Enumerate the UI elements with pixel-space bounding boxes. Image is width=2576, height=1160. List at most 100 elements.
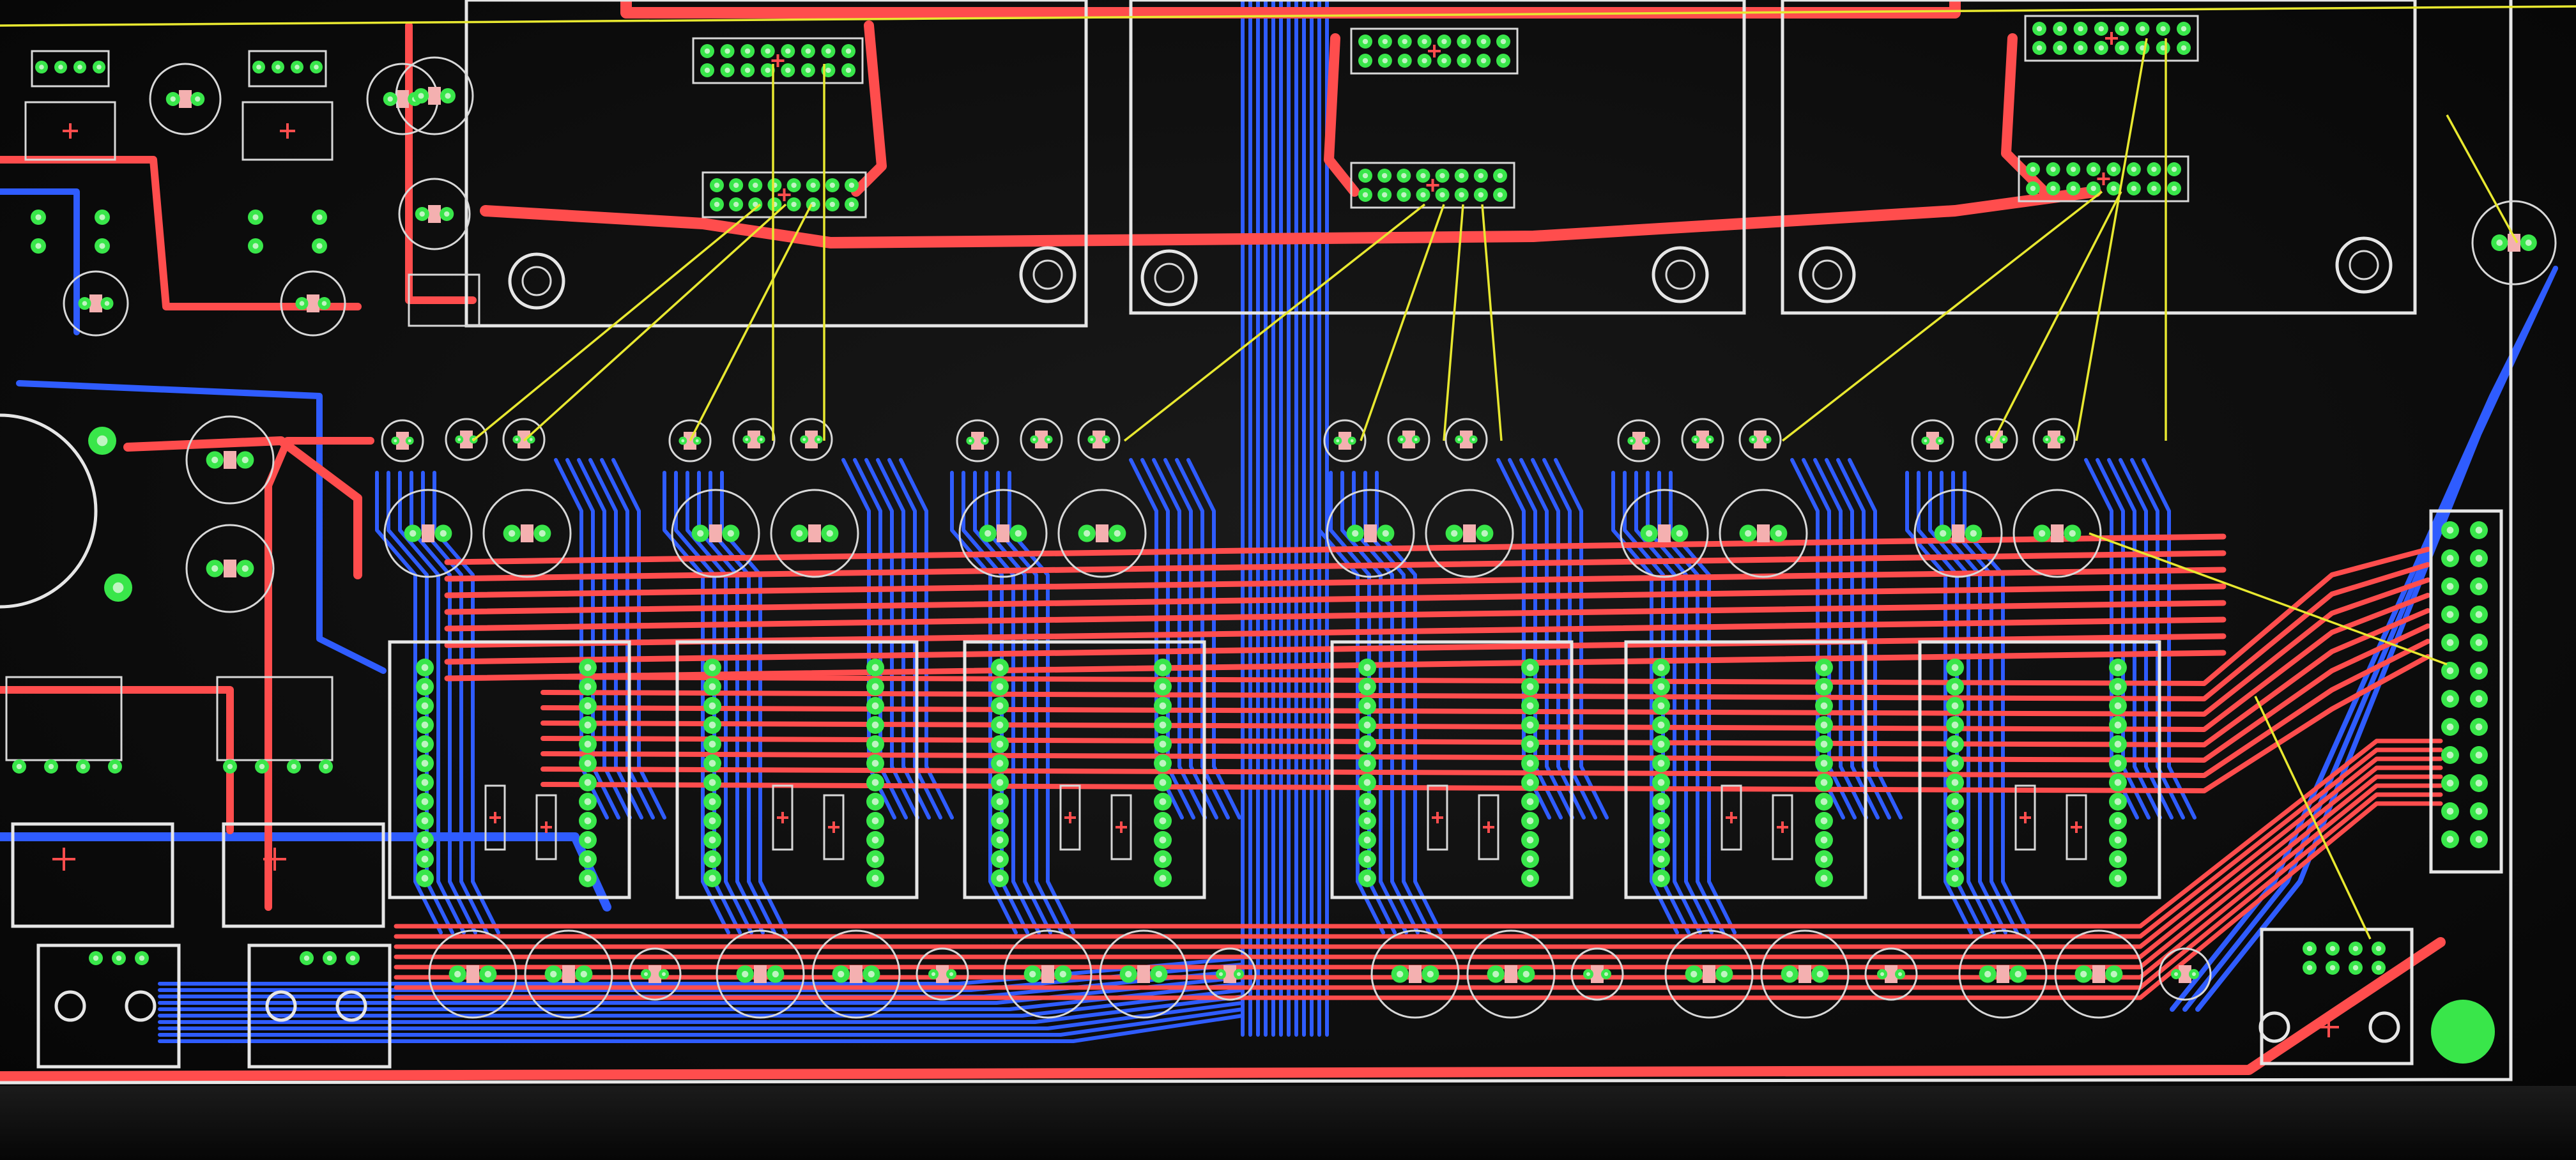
driver-module-outline	[1330, 640, 1574, 899]
capacitor-body	[422, 524, 434, 542]
ratsnest-line	[1123, 203, 1426, 442]
pad-hole	[1478, 192, 1484, 198]
ratsnest-line	[2075, 38, 2148, 441]
pad-hole	[241, 565, 249, 572]
pad-hole	[252, 243, 259, 249]
ratsnest-line	[0, 5, 2576, 27]
pad-hole	[996, 721, 1004, 729]
pad-hole	[709, 855, 716, 863]
pad-hole	[2039, 530, 2046, 537]
pad-hole	[295, 65, 300, 70]
pad-hole	[259, 763, 265, 770]
pad-hole	[1586, 972, 1591, 977]
capacitor-outline	[2158, 947, 2212, 1001]
pad-hole	[2191, 972, 2196, 977]
capacitor-outline	[524, 929, 613, 1019]
pad-hole	[1604, 972, 1609, 977]
pad-hole	[1644, 439, 1648, 443]
pad-hole	[838, 970, 845, 978]
pad-hole	[1400, 438, 1404, 441]
pad-hole	[1471, 438, 1475, 441]
ratsnest-line	[523, 203, 787, 442]
pad-hole	[1630, 439, 1634, 443]
pad-hole	[826, 530, 833, 537]
pad-hole	[1363, 759, 1371, 767]
capacitor-body	[1035, 431, 1048, 448]
pad-hole	[1751, 438, 1755, 441]
pad-hole	[1363, 817, 1371, 825]
capacitor-body	[428, 87, 441, 105]
capacitor-outline	[1975, 418, 2018, 461]
capacitor-outline	[671, 489, 760, 578]
top-trace	[394, 783, 2443, 980]
pad-hole	[871, 855, 879, 863]
pad-hole	[2475, 554, 2483, 562]
capacitor-outline	[732, 418, 776, 461]
bottom-trace	[158, 982, 1245, 1011]
pad-hole	[99, 243, 105, 249]
pad-hole	[845, 67, 852, 73]
bottom-trace	[1531, 458, 1586, 820]
ratsnest-line	[1781, 190, 2103, 442]
mounting-hole-icon	[1019, 246, 1077, 303]
capacitor-outline	[1425, 489, 1514, 578]
header-outline	[1350, 27, 1519, 75]
pad-hole	[580, 970, 587, 978]
pad-hole	[1657, 721, 1665, 729]
mounting-hole-icon	[125, 990, 157, 1022]
capacitor-outline	[1020, 418, 1063, 461]
resistor-outline	[2014, 784, 2036, 851]
pad-hole	[868, 970, 875, 978]
pad-hole	[724, 67, 730, 73]
bottom-trace	[1813, 458, 1868, 820]
pad-hole	[1526, 702, 1534, 710]
capacitor-outline	[956, 419, 999, 462]
pad-hole	[550, 970, 557, 978]
pad-hole	[1657, 664, 1665, 671]
pad-hole	[2306, 965, 2313, 971]
bottom-trace	[1519, 458, 1574, 820]
capacitor-outline	[1387, 418, 1430, 461]
pad-hole	[791, 201, 797, 208]
pad-hole	[584, 721, 592, 729]
pad-hole	[2375, 945, 2382, 952]
pad-hole	[661, 972, 666, 977]
pad-hole	[2110, 970, 2117, 978]
pad-hole	[996, 683, 1004, 691]
pad-hole	[1414, 438, 1418, 441]
capacitor-outline	[185, 524, 275, 613]
ratsnest-line	[1992, 191, 2122, 441]
capacitor-outline	[1326, 489, 1415, 578]
pad-hole	[1526, 798, 1534, 805]
pad-hole	[584, 779, 592, 786]
capacitor-body	[1409, 965, 1422, 983]
pad-hole	[1820, 664, 1828, 671]
top-trace	[444, 567, 2227, 599]
pad-hole	[1159, 759, 1167, 767]
pad-hole	[1397, 970, 1404, 978]
pad-hole	[871, 817, 879, 825]
pad-hole	[1657, 740, 1665, 748]
pad-hole	[1951, 798, 1959, 805]
pad-hole	[1526, 683, 1534, 691]
pad-hole	[1938, 439, 1942, 443]
pad-hole	[709, 836, 716, 844]
pad-hole	[2375, 965, 2382, 971]
pad-hole	[387, 96, 393, 102]
bottom-trace	[158, 1014, 1245, 1043]
capacitor-outline	[716, 929, 805, 1019]
capacitor-body	[1463, 524, 1476, 542]
pad-hole	[1820, 836, 1828, 844]
mounting-hole-icon	[335, 990, 367, 1022]
mounting-hole-icon	[521, 266, 552, 296]
pad-hole	[82, 301, 88, 306]
pad-hole	[733, 201, 739, 208]
pad-hole	[116, 955, 122, 961]
pad-hole	[1439, 192, 1445, 198]
pad-hole	[1526, 779, 1534, 786]
pad-hole	[1951, 702, 1959, 710]
pad-hole	[1461, 38, 1467, 45]
pad-hole	[1500, 57, 1506, 64]
